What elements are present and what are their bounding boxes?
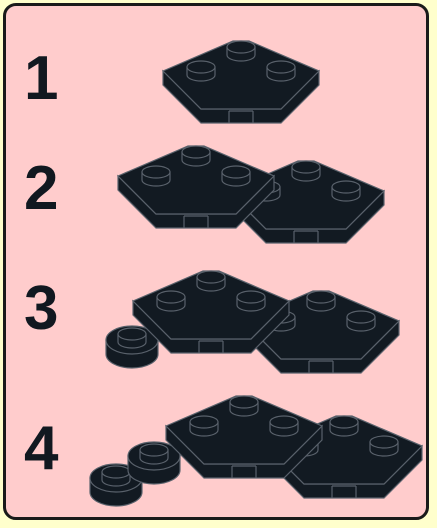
step-2-model (118, 146, 384, 243)
step-3-model (106, 271, 399, 373)
lego-illustration (6, 6, 429, 520)
instruction-panel: 1 2 3 4 (3, 3, 429, 520)
step-4-model (90, 396, 422, 506)
step-1-model (163, 41, 319, 123)
